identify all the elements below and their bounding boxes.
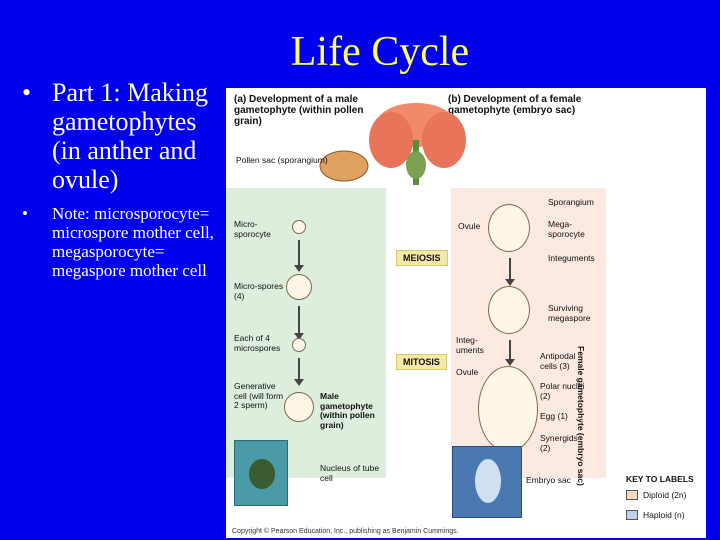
label-ovule-mid: Ovule	[456, 367, 479, 377]
header-male: (a) Development of a male gametophyte (w…	[234, 94, 364, 127]
label-antipodal: Antipodal cells (3)	[540, 351, 576, 371]
male-panel	[226, 188, 386, 478]
label-synergids: Synergids (2)	[540, 433, 578, 453]
key-diploid: Diploid (2n)	[626, 490, 686, 500]
label-microsporocyte: Micro-sporocyte	[234, 219, 271, 239]
life-cycle-figure: (a) Development of a male gametophyte (w…	[226, 88, 706, 538]
meiosis-band: MEIOSIS	[396, 250, 448, 266]
microspore-cell	[292, 338, 306, 352]
label-male-gametophyte: Male gametophyte (within pollen grain)	[320, 391, 375, 430]
embryo-sac-micrograph	[452, 446, 522, 518]
arrow	[294, 306, 304, 340]
arrow	[294, 240, 304, 272]
bullet-text: Note: microsporocyte= microspore mother …	[52, 204, 214, 280]
label-ovule-top: Ovule	[458, 221, 481, 231]
haploid-swatch	[626, 510, 638, 520]
bullet-marker: •	[22, 78, 32, 107]
bullet-item: • Note: microsporocyte= microspore mothe…	[22, 204, 218, 280]
arrow	[294, 358, 304, 386]
embryo-sac-cell	[478, 366, 538, 452]
header-female: (b) Development of a female gametophyte …	[448, 94, 582, 116]
key-title: KEY TO LABELS	[626, 474, 694, 484]
microspore-tetrad	[286, 274, 312, 300]
pollen-grain	[284, 392, 314, 422]
label-sporangium: Sporangium	[548, 197, 594, 207]
diploid-label: Diploid (2n)	[643, 490, 687, 500]
arrow	[505, 258, 515, 286]
microsporocyte-cell	[292, 220, 306, 234]
label-generative-cell: Generative cell (will form 2 sperm)	[234, 381, 284, 410]
micrograph-pollen	[249, 459, 275, 489]
copyright-text: Copyright © Pearson Education, Inc., pub…	[232, 528, 459, 535]
ovule-megaspore	[488, 286, 530, 334]
micrograph-sac	[475, 459, 501, 503]
pollen-micrograph	[234, 440, 288, 506]
haploid-label: Haploid (n)	[643, 510, 685, 520]
bullet-text: Part 1: Making gametophytes (in anther a…	[52, 78, 208, 194]
label-integuments-top: Integuments	[548, 253, 595, 263]
label-polar-nuclei: Polar nuclei (2)	[540, 381, 585, 401]
label-megasporocyte: Mega-sporocyte	[548, 219, 585, 239]
bullet-marker: •	[22, 204, 28, 223]
mitosis-band: MITOSIS	[396, 354, 447, 370]
label-integuments-mid: Integ-uments	[456, 335, 484, 355]
label-surviving-megaspore: Surviving megaspore	[548, 303, 591, 323]
bullet-item: • Part 1: Making gametophytes (in anther…	[22, 78, 218, 194]
label-pollen-sac: Pollen sac (sporangium)	[236, 155, 328, 165]
bullet-list: • Part 1: Making gametophytes (in anther…	[22, 78, 218, 280]
label-nucleus-tube: Nucleus of tube cell	[320, 463, 380, 483]
slide-title: Life Cycle	[290, 29, 470, 75]
label-each-of-4: Each of 4 microspores	[234, 333, 281, 353]
ovule-megasporocyte	[488, 204, 530, 252]
flower-illustration	[369, 103, 466, 185]
diploid-swatch	[626, 490, 638, 500]
arrow	[505, 340, 515, 366]
label-egg: Egg (1)	[540, 411, 568, 421]
label-embryo-sac: Embryo sac	[526, 475, 571, 485]
label-microspores: Micro-spores (4)	[234, 281, 284, 301]
anther-illustration	[319, 150, 369, 182]
label-female-gametophyte: Female gametophyte (embryo sac)	[576, 346, 586, 486]
key-haploid: Haploid (n)	[626, 510, 685, 520]
